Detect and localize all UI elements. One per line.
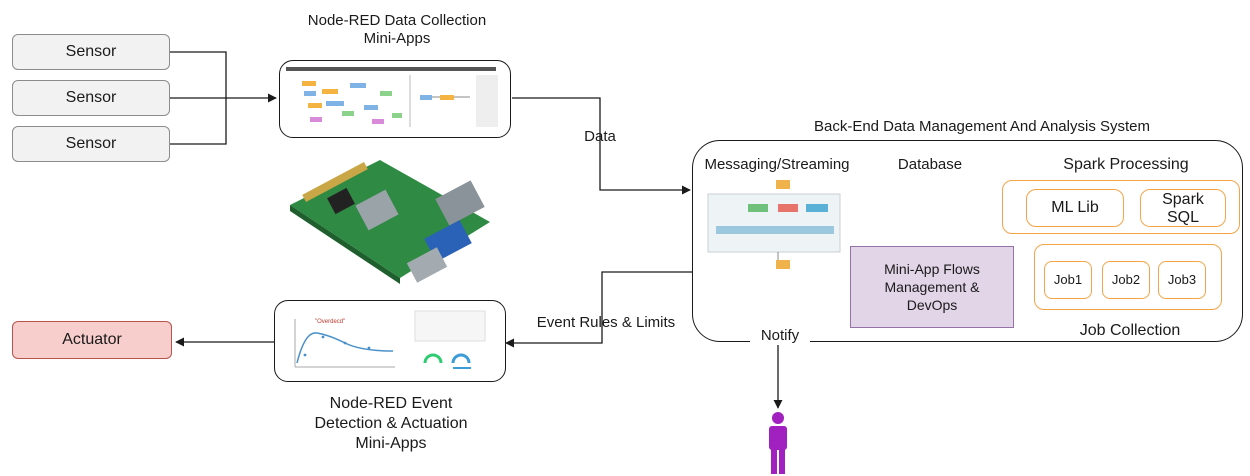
detection-title-line3: Mini-Apps xyxy=(355,435,427,452)
backend-title: Back-End Data Management And Analysis Sy… xyxy=(813,118,1150,135)
dashboard-screenshot: "Overdecd" xyxy=(294,310,486,369)
job-1[interactable]: Job1 xyxy=(1044,261,1092,299)
job-3[interactable]: Job3 xyxy=(1158,261,1206,299)
job-2[interactable]: Job2 xyxy=(1102,261,1150,299)
job-collection-label: Job Collection xyxy=(1079,322,1181,339)
collection-title-line1: Node-RED Data Collection xyxy=(307,12,487,29)
node-red-flow-screenshot xyxy=(286,67,498,127)
actuator-box[interactable]: Actuator xyxy=(12,321,172,359)
database-label: Database xyxy=(897,156,963,173)
flows-line1: Mini-App Flows xyxy=(884,261,980,277)
sensor-2[interactable]: Sensor xyxy=(12,80,170,116)
event-rules-label: Event Rules & Limits xyxy=(536,314,676,331)
collection-title-line2: Mini-Apps xyxy=(363,30,431,47)
spark-sql-box[interactable]: Spark SQL xyxy=(1140,189,1226,227)
mini-app-flows-box[interactable]: Mini-App Flows Management & DevOps xyxy=(850,246,1014,328)
spark-sql-line2: SQL xyxy=(1166,209,1199,226)
sensor-3[interactable]: Sensor xyxy=(12,126,170,162)
detection-title-line2: Detection & Actuation xyxy=(314,415,468,432)
detection-title: Node-RED Event Detection & Actuation Min… xyxy=(286,394,496,454)
messaging-diagram-image xyxy=(707,180,841,269)
svg-text:"Overdecd": "Overdecd" xyxy=(315,319,345,325)
messaging-label: Messaging/Streaming xyxy=(704,156,850,173)
flows-line3: DevOps xyxy=(906,297,958,313)
spark-sql-line1: Spark xyxy=(1162,191,1204,208)
collection-mini-app-box[interactable] xyxy=(279,60,511,138)
event-rules-arrow xyxy=(505,271,692,348)
collection-title: Node-RED Data Collection Mini-Apps xyxy=(262,12,532,48)
person-icon xyxy=(769,412,787,474)
data-label: Data xyxy=(584,128,616,145)
flows-line2: Management & xyxy=(884,279,980,295)
detection-title-line1: Node-RED Event xyxy=(329,395,453,412)
data-arrow xyxy=(512,97,691,195)
notify-label: Notify xyxy=(750,327,810,345)
ml-lib-box[interactable]: ML Lib xyxy=(1026,189,1124,227)
raspberry-pi-image xyxy=(290,160,490,284)
spark-label: Spark Processing xyxy=(1063,156,1189,173)
sensor-1[interactable]: Sensor xyxy=(12,34,170,70)
detection-mini-app-box[interactable]: "Overdecd" xyxy=(274,300,506,382)
sensor-connectors xyxy=(170,51,227,145)
